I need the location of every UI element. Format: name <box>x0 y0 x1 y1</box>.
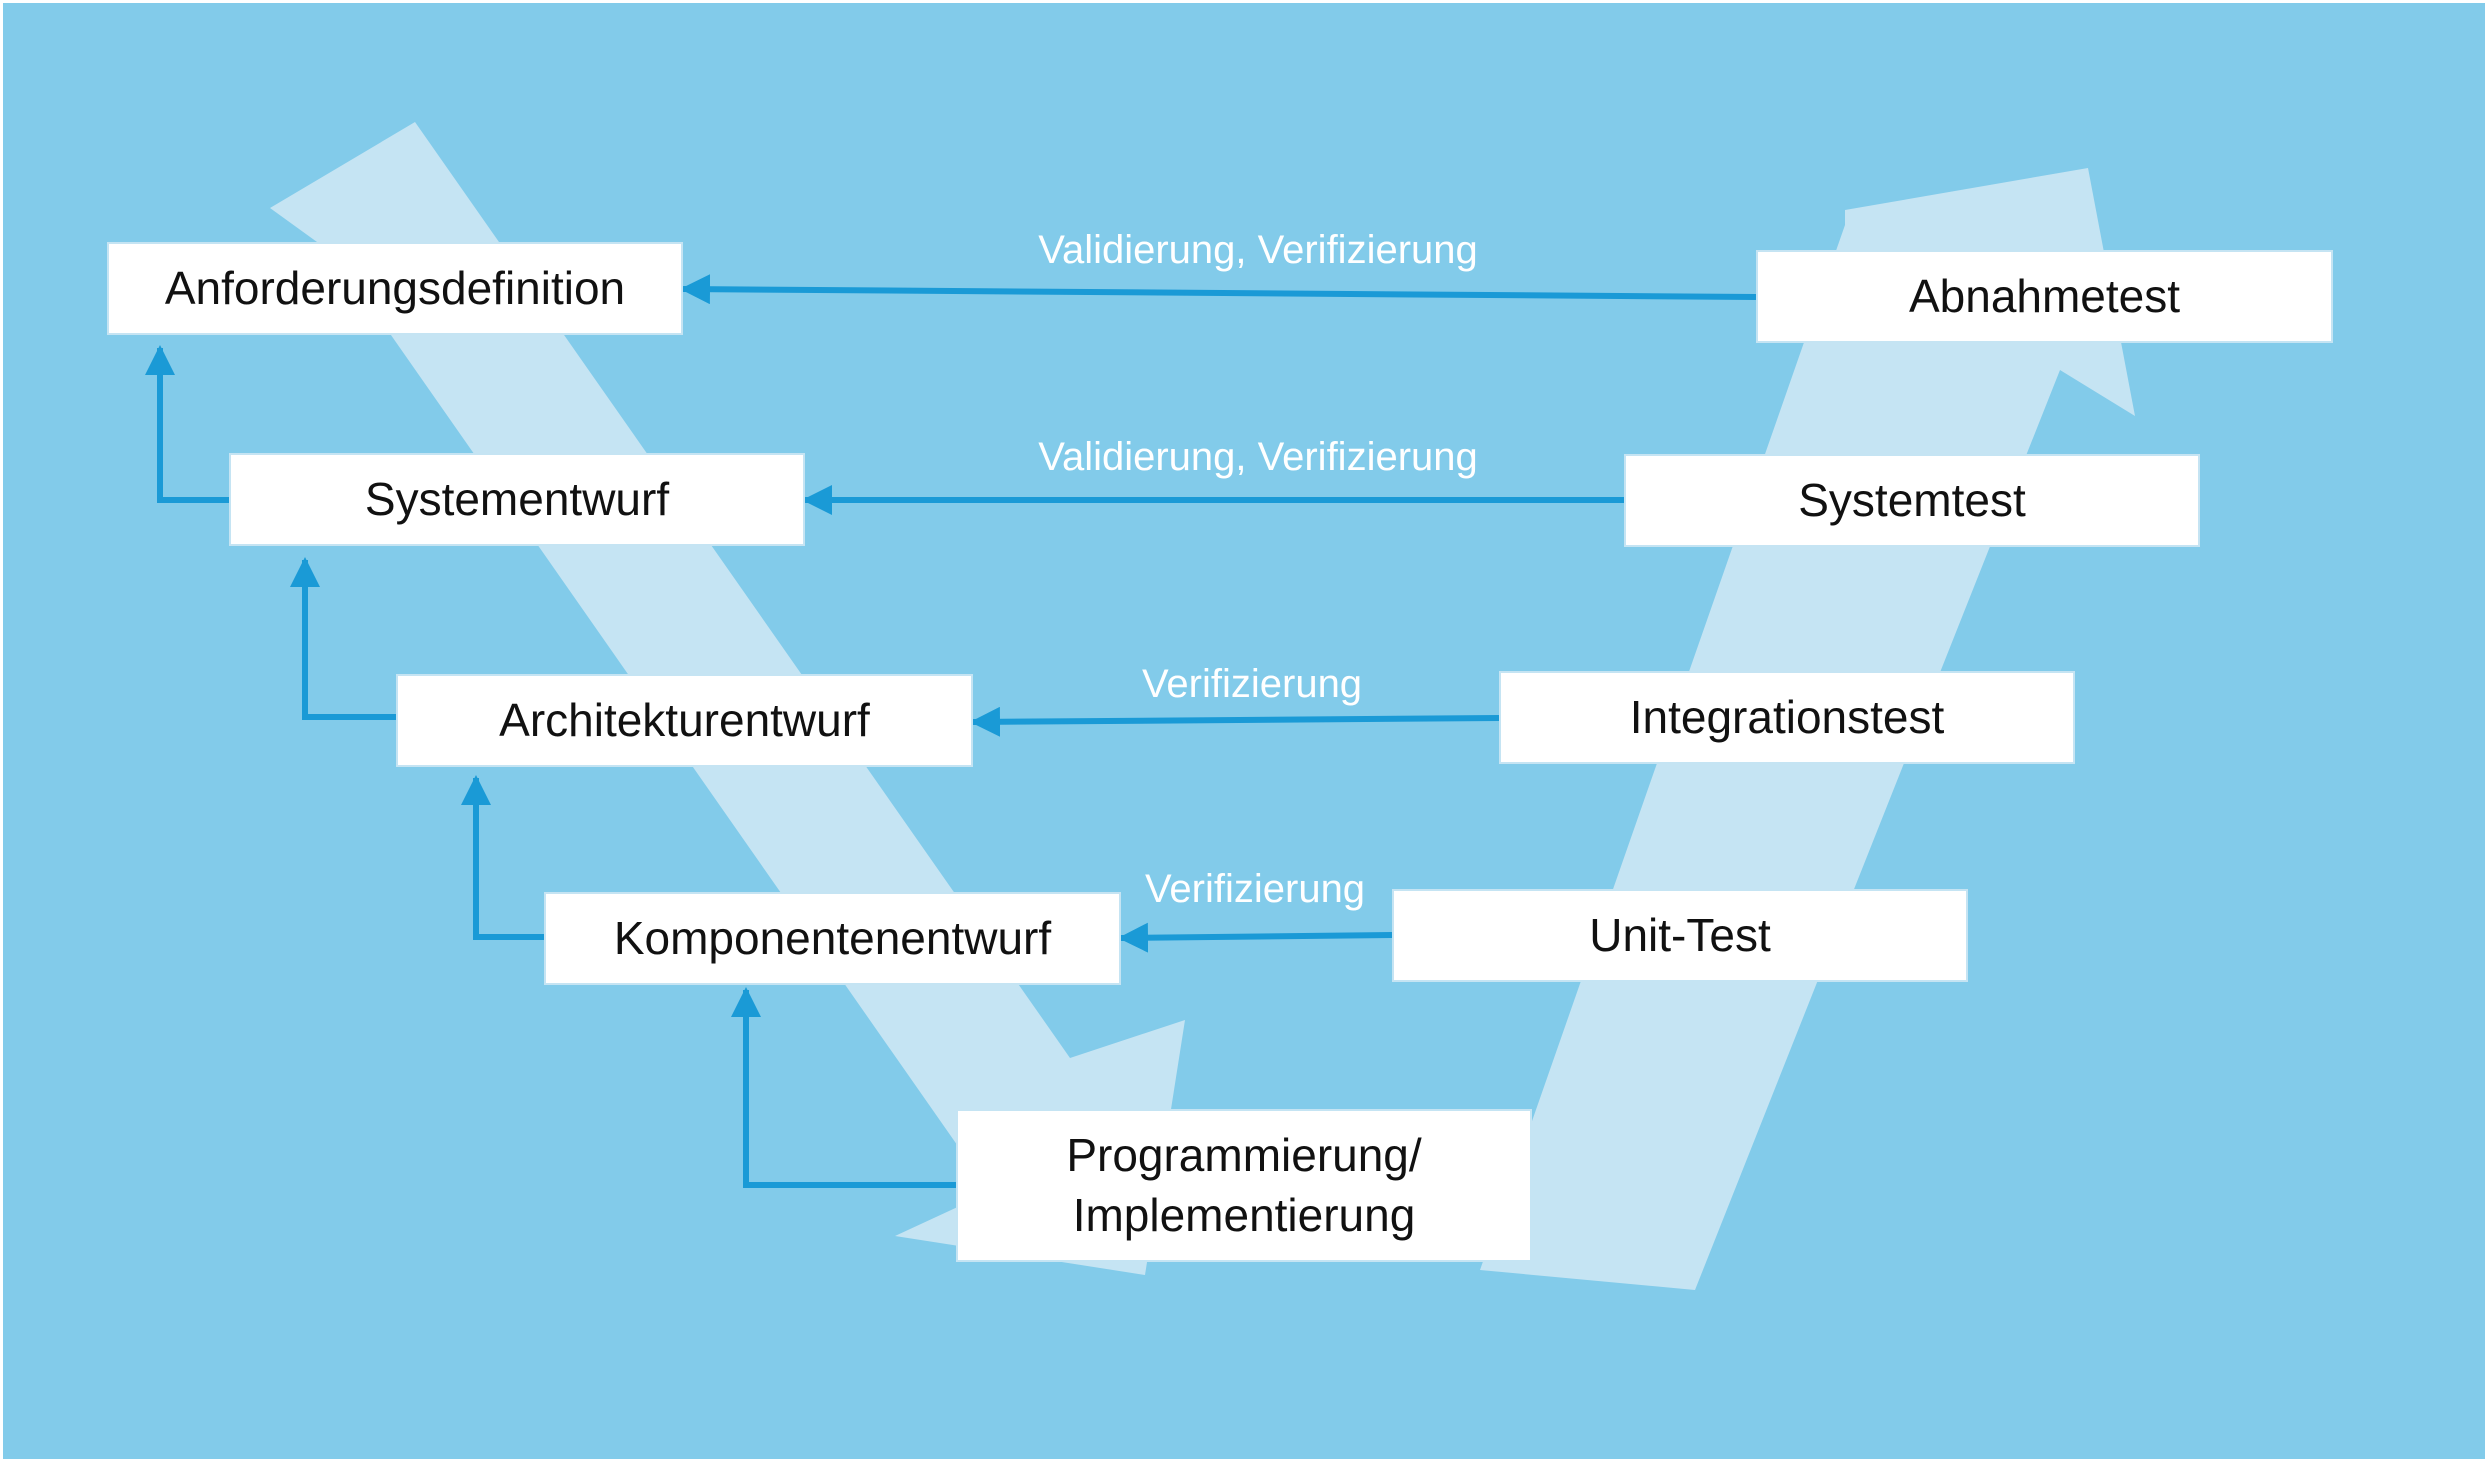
phase-architekturentwurf: Architekturentwurf <box>396 674 973 767</box>
phase-systemtest: Systemtest <box>1624 454 2200 547</box>
elbow-arrow-3 <box>461 775 544 940</box>
relation-label-3: Verifizierung <box>1141 662 1363 706</box>
phase-komponentenentwurf: Komponentenentwurf <box>544 892 1121 985</box>
relation-arrow-3 <box>970 706 1500 737</box>
relation-arrow-4 <box>1118 922 1393 953</box>
relation-label-4: Verifizierung <box>1144 867 1366 911</box>
elbow-arrow-2 <box>290 557 396 720</box>
implementation-line-1: Programmierung/ <box>1066 1128 1422 1181</box>
relation-label-1: Validierung, Verifizierung <box>1038 228 1478 272</box>
implementation-line-2: Implementierung <box>1072 1188 1416 1241</box>
phase-implementierung: Programmierung/ Implementierung <box>956 1109 1532 1262</box>
phase-systementwurf: Systementwurf <box>229 453 805 546</box>
elbow-arrow-1 <box>145 345 229 503</box>
phase-abnahmetest: Abnahmetest <box>1756 250 2333 343</box>
relation-label-2: Validierung, Verifizierung <box>1038 435 1478 479</box>
elbow-arrow-4 <box>731 987 956 1188</box>
phase-integrationstest: Integrationstest <box>1499 671 2075 764</box>
phase-unit-test: Unit-Test <box>1392 889 1968 982</box>
phase-anforderungsdefinition: Anforderungsdefinition <box>107 242 683 335</box>
relation-arrow-1 <box>680 274 1757 305</box>
